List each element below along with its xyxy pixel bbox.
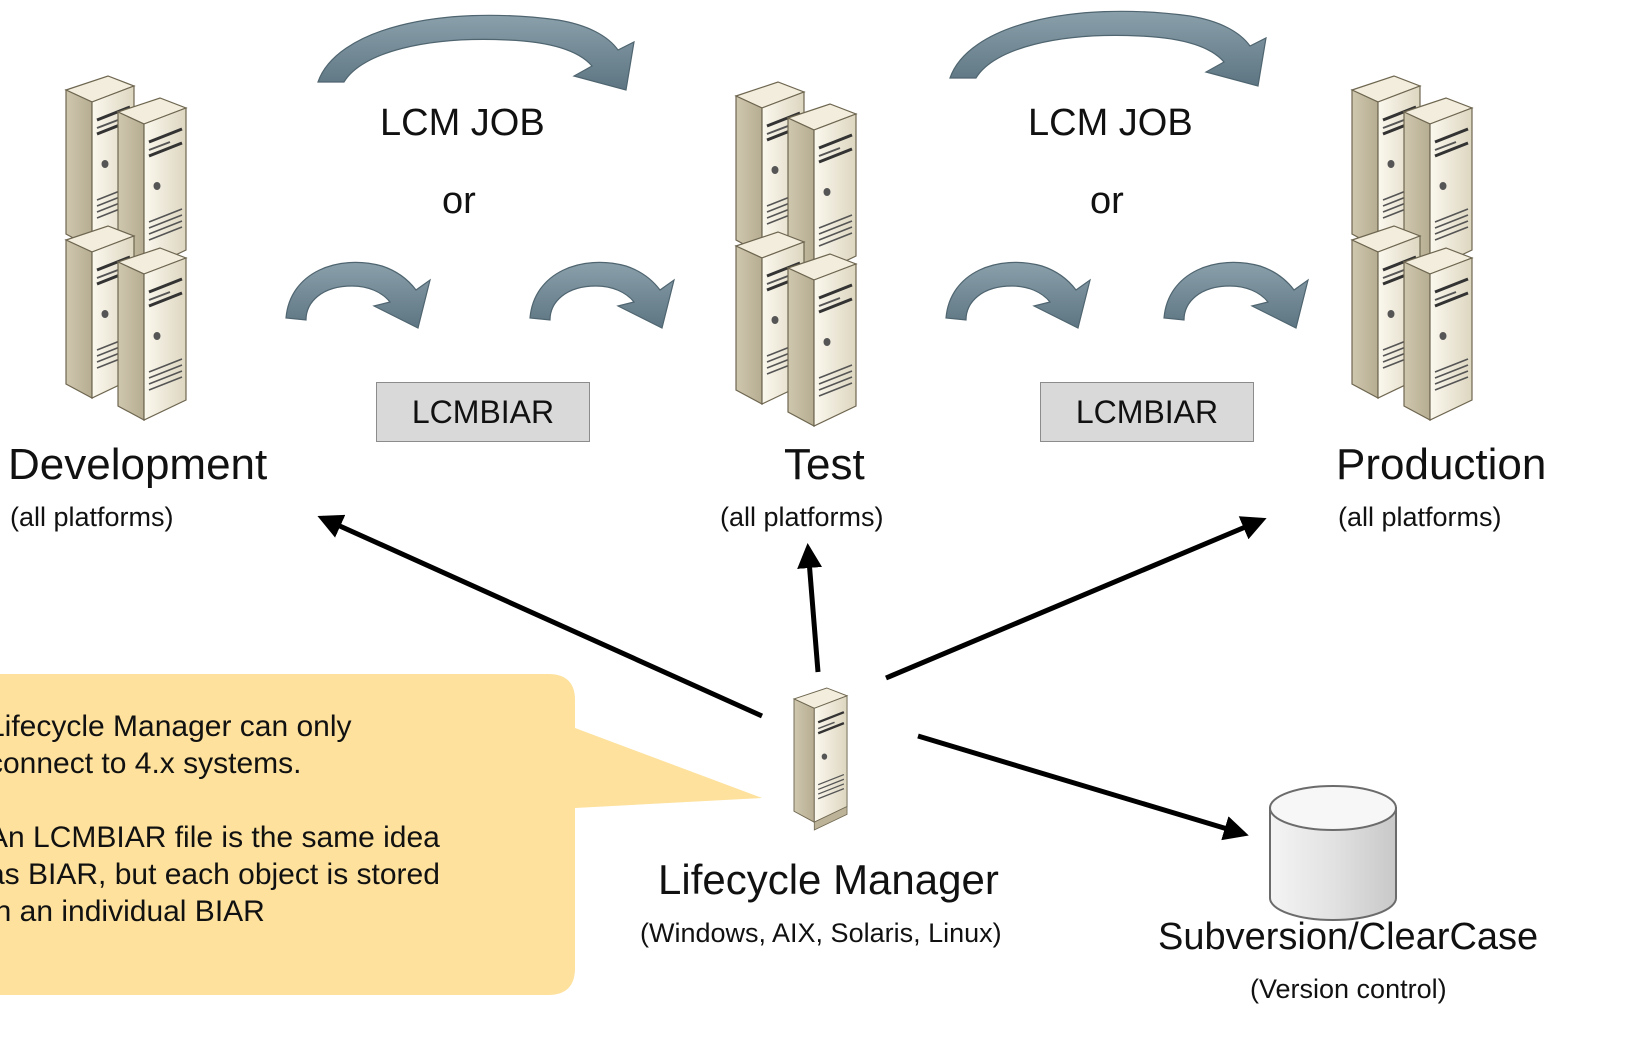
connector-arrow [885,516,1267,681]
lcmbiar-label: LCMBIAR [1075,393,1219,430]
env-subtitle-test: (all platforms) [720,502,884,532]
env-subtitle-development: (all platforms) [10,502,174,532]
manager-name: Lifecycle Manager [658,856,999,903]
server-cluster-icon [736,82,856,426]
connector-arrow [797,543,823,673]
env-name-development: Development [8,440,268,489]
callout-line: in an individual BIAR [0,895,265,928]
curved-arrow-icon [949,10,1267,87]
server-cluster-icon [1352,76,1472,420]
callout-line: Lifecycle Manager can only [0,710,352,743]
manager-subtitle: (Windows, AIX, Solaris, Linux) [640,918,1002,948]
curved-arrow-icon [1163,261,1309,329]
curved-arrow-icon [317,14,635,91]
env-subtitle-production: (all platforms) [1338,502,1502,532]
connector-arrow [917,733,1249,841]
version-control-name: Subversion/ClearCase [1158,916,1539,958]
server-icon [792,686,849,831]
env-name-production: Production [1336,440,1547,489]
curved-arrow-icon [285,261,431,329]
lcm-job-label: LCM JOB [380,102,545,144]
or-label: or [442,180,476,222]
env-name-test: Test [784,440,865,489]
callout-bubble [0,674,762,995]
callout-line: connect to 4.x systems. [0,747,302,780]
server-cluster-icon [66,76,186,420]
lcm-job-label: LCM JOB [1028,102,1193,144]
lcmbiar-file: LCMBIAR [376,382,590,442]
or-label: or [1090,180,1124,222]
lcmbiar-label: LCMBIAR [411,393,555,430]
database-icon [1269,785,1397,921]
lcmbiar-file: LCMBIAR [1040,382,1254,442]
callout-text: Lifecycle Manager can only connect to 4.… [0,708,560,930]
version-control-subtitle: (Version control) [1250,974,1447,1004]
callout-line: as BIAR, but each object is stored [0,858,440,891]
curved-arrow-icon [529,261,675,329]
curved-arrow-icon [945,261,1091,329]
callout-line: An LCMBIAR file is the same idea [0,821,440,854]
connector-arrow [317,514,764,719]
